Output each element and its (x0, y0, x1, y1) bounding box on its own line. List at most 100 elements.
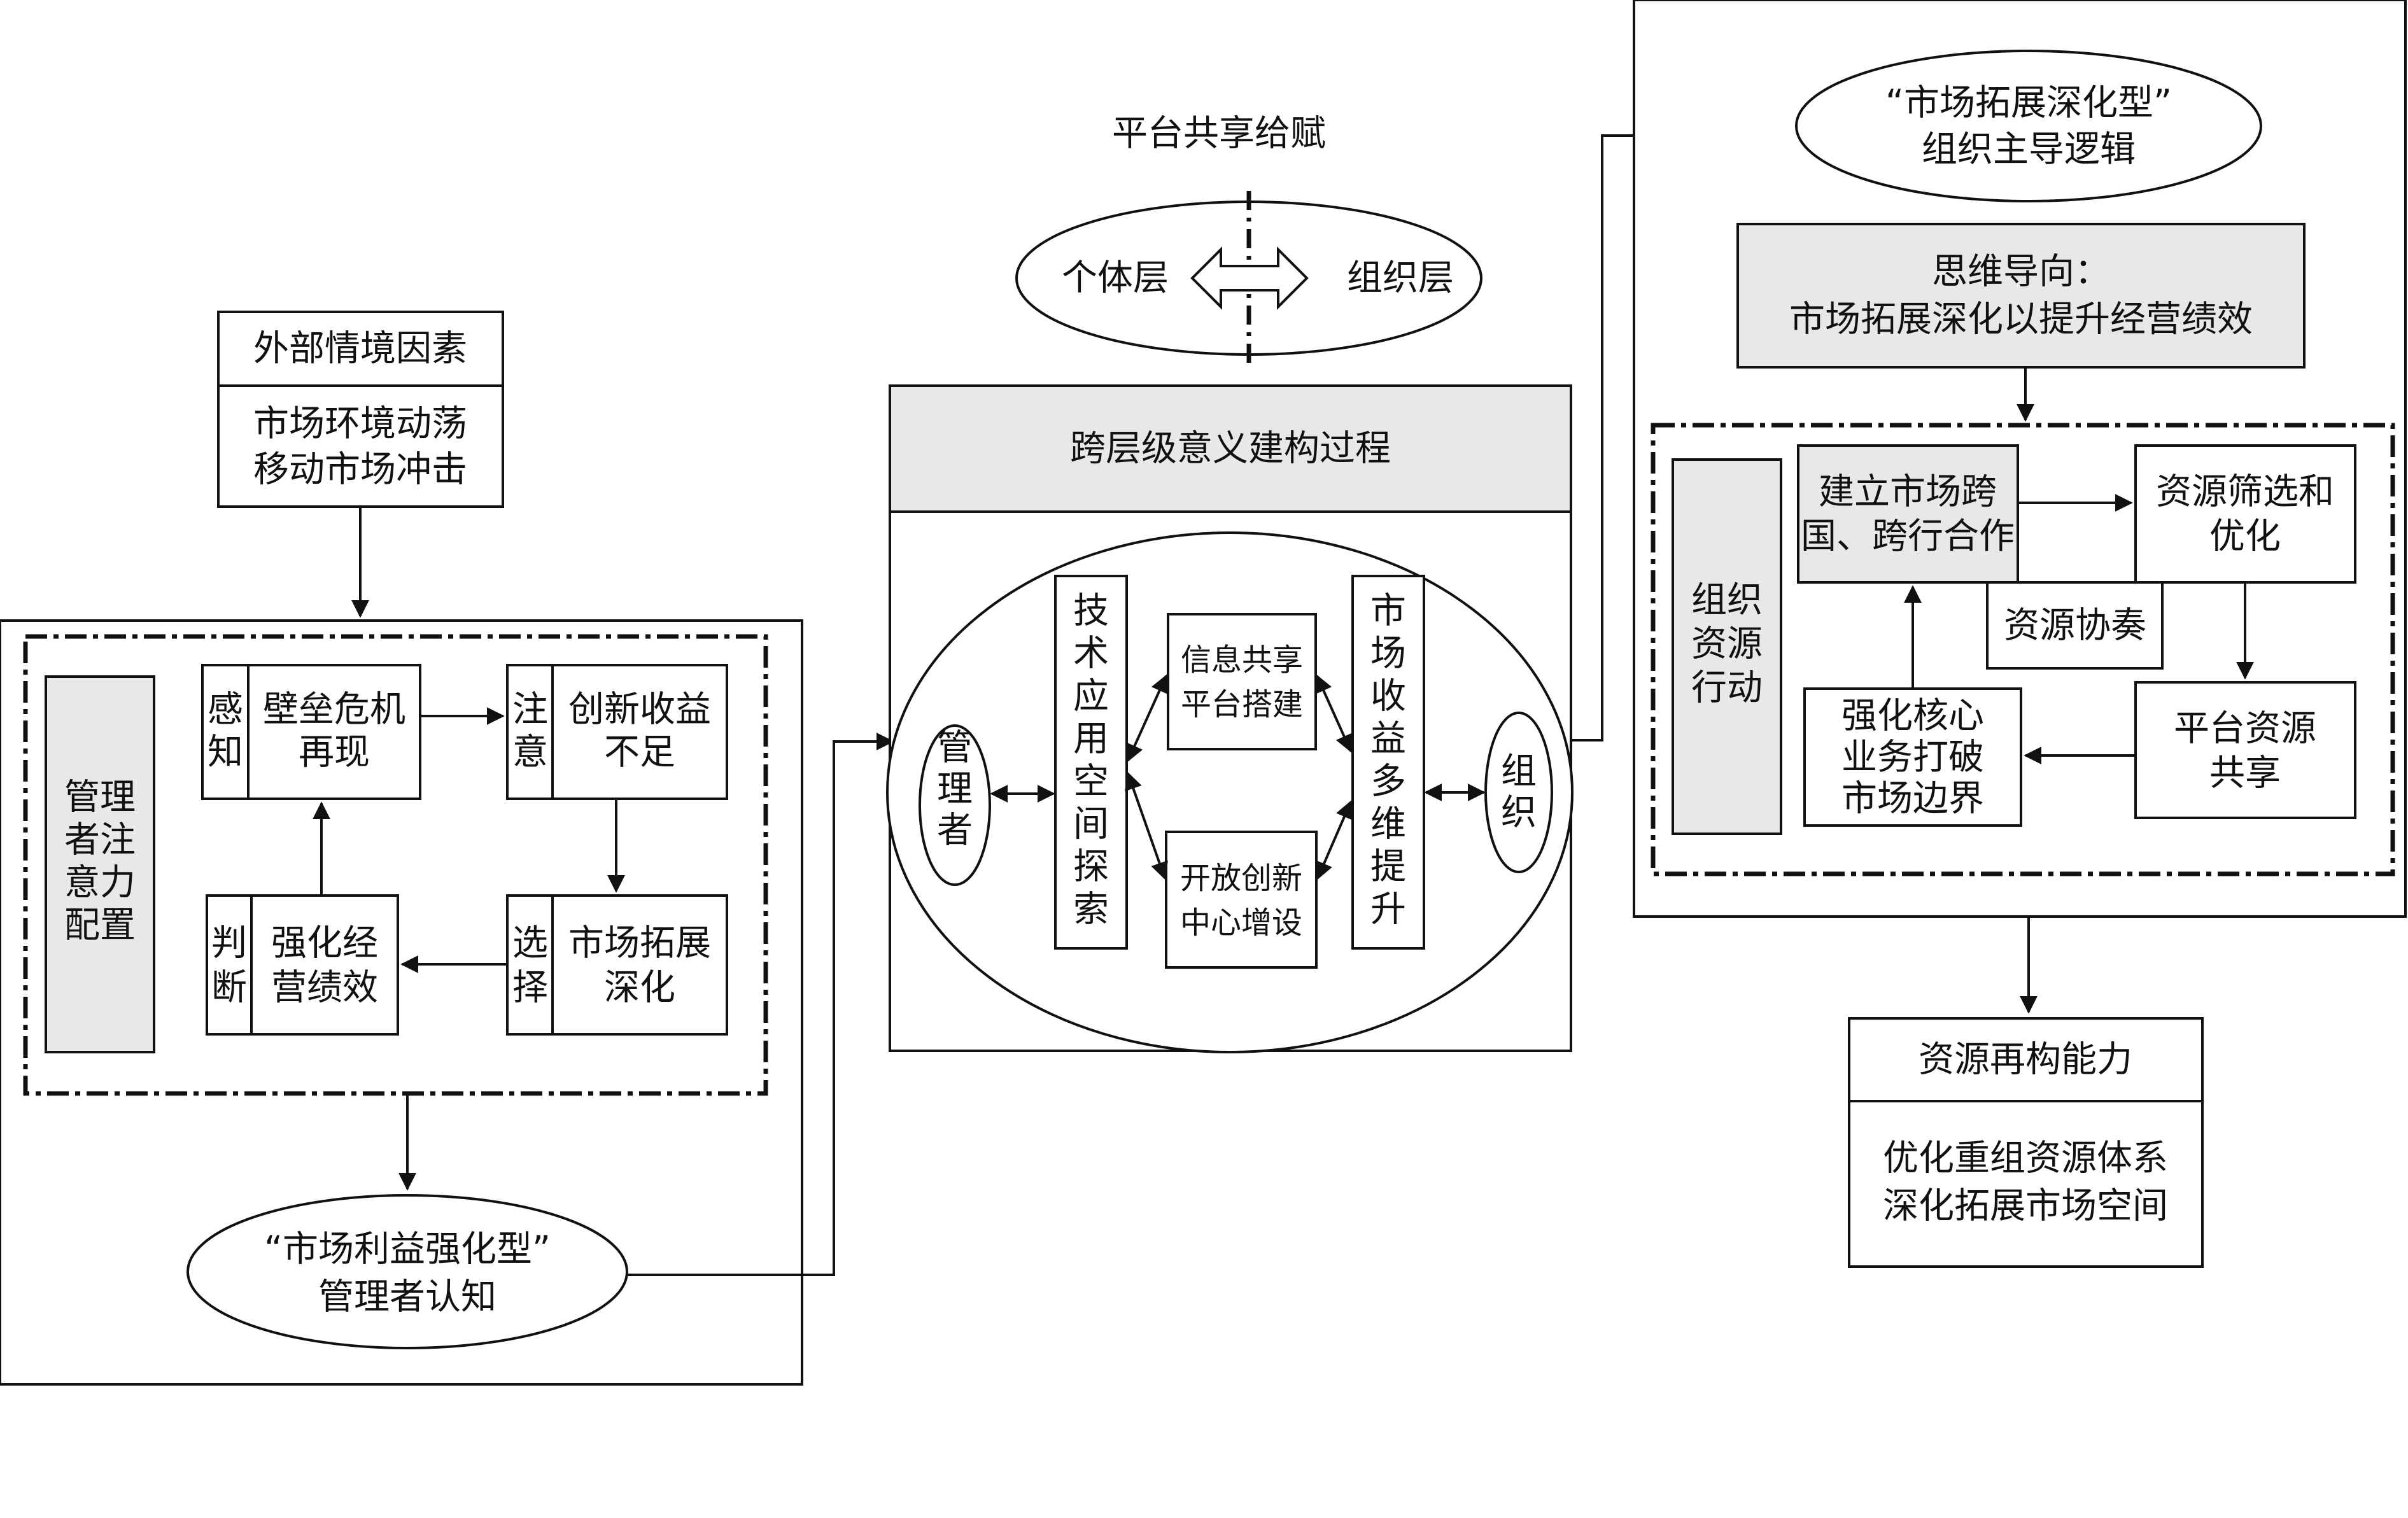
tech-char: 间 (1073, 804, 1109, 845)
core-business-line: 市场边界 (1841, 778, 1984, 820)
notice-tag: 注 (512, 689, 548, 731)
judge-text: 营绩效 (271, 967, 378, 1009)
manager-ellipse: 管 理 者 (919, 724, 991, 886)
screen-line: 资源筛选和 (2156, 472, 2334, 513)
screen-box: 资源筛选和 优化 (2134, 444, 2356, 584)
capability-line: 优化重组资源体系 (1883, 1138, 2168, 1179)
platform-left-label: 个体层 (1062, 258, 1169, 299)
tech-char: 应 (1073, 676, 1109, 717)
logic-ellipse: “市场拓展深化型” 组织主导逻辑 (1795, 50, 2262, 202)
market-char: 场 (1370, 633, 1406, 675)
platform-share-line: 共享 (2209, 753, 2281, 794)
tech-char: 用 (1073, 719, 1109, 760)
judge-text: 强化经 (271, 923, 378, 964)
choose-tag: 选 (512, 923, 548, 964)
resource-action-label-line: 资源 (1691, 624, 1763, 665)
info-platform-box: 信息共享 平台搭建 (1167, 613, 1317, 750)
external-factors-box: 外部情境因素 市场环境动荡 移动市场冲击 (217, 311, 504, 508)
sensemaking-title: 跨层级意义建构过程 (1070, 428, 1391, 470)
sense-text: 再现 (299, 732, 370, 773)
choose-tag: 择 (512, 967, 548, 1009)
resource-action-dashed-frame (1651, 423, 2395, 876)
capability-title: 资源再构能力 (1919, 1039, 2132, 1081)
choose-text: 市场拓展 (568, 923, 711, 964)
thinking-box: 思维导向： 市场拓展深化以提升经营绩效 (1736, 223, 2306, 369)
core-business-line: 业务打破 (1841, 737, 1984, 778)
judge-tag: 判 (211, 923, 247, 964)
cooperation-line: 建立市场跨 (1819, 472, 1997, 513)
capability-line: 深化拓展市场空间 (1883, 1186, 2168, 1227)
core-business-line: 强化核心 (1841, 696, 1984, 737)
tech-char: 技 (1073, 591, 1109, 632)
sense-tag: 感 (208, 689, 243, 731)
cognition-line: “市场利益强化型” (264, 1229, 551, 1270)
sense-tag: 知 (208, 732, 243, 773)
info-platform-line: 信息共享 (1181, 642, 1303, 678)
platform-right-label: 组织层 (1347, 258, 1454, 299)
notice-tag: 意 (512, 732, 548, 773)
manager-char: 管 (937, 727, 973, 769)
org-ellipse: 组 织 (1484, 712, 1553, 873)
arrow-info-market (1315, 674, 1353, 753)
arrow-open-market (1316, 800, 1353, 880)
sense-text: 壁垒危机 (263, 689, 405, 731)
market-char: 收 (1370, 676, 1406, 717)
notice-text: 不足 (604, 732, 675, 773)
logic-line: 组织主导逻辑 (1922, 129, 2136, 171)
org-char: 组 (1501, 751, 1537, 792)
platform-ellipse: 个体层 组织层 (1015, 191, 1482, 364)
attention-label-line: 者注 (64, 820, 136, 861)
tech-char: 索 (1073, 889, 1109, 931)
market-char: 提 (1370, 847, 1406, 888)
sense-box: 感 知 壁垒危机 再现 (201, 664, 421, 800)
cognition-ellipse: “市场利益强化型” 管理者认知 (187, 1194, 628, 1349)
choose-text: 深化 (604, 967, 675, 1009)
core-business-box: 强化核心 业务打破 市场边界 (1803, 687, 2022, 827)
market-char: 益 (1370, 719, 1406, 760)
manager-char: 理 (937, 769, 973, 810)
market-char: 市 (1370, 591, 1406, 632)
arrow-cognition-to-sensemaking (627, 733, 894, 1276)
thinking-line: 市场拓展深化以提升经营绩效 (1789, 299, 2253, 341)
judge-tag: 断 (211, 967, 247, 1009)
attention-label-line: 配置 (64, 905, 136, 946)
tech-char: 探 (1073, 847, 1109, 888)
attention-label-box: 管理 者注 意力 配置 (45, 675, 155, 1053)
resource-action-label-line: 行动 (1691, 668, 1763, 709)
resource-action-label-box: 组织 资源 行动 (1672, 458, 1782, 835)
info-platform-line: 平台搭建 (1181, 687, 1303, 722)
attention-label-line: 意力 (64, 862, 136, 904)
tech-box: 技 术 应 用 空 间 探 索 (1054, 575, 1128, 950)
market-char: 升 (1370, 889, 1406, 931)
screen-line: 优化 (2209, 516, 2281, 558)
open-innovation-line: 开放创新 (1180, 861, 1302, 896)
attention-label-line: 管理 (64, 777, 136, 819)
external-factors-line: 市场环境动荡 (253, 404, 467, 445)
notice-text: 创新收益 (568, 689, 711, 731)
arrow-tech-info (1126, 674, 1168, 763)
notice-box: 注 意 创新收益 不足 (506, 664, 728, 800)
market-char: 多 (1370, 761, 1406, 803)
tech-char: 空 (1073, 761, 1109, 803)
external-factors-line: 移动市场冲击 (253, 449, 467, 491)
market-char: 维 (1370, 804, 1406, 845)
double-arrow-icon (1190, 246, 1309, 310)
market-box: 市 场 收 益 多 维 提 升 (1351, 575, 1425, 950)
platform-share-line: 平台资源 (2174, 708, 2316, 750)
cognition-line: 管理者认知 (318, 1277, 496, 1318)
capability-box: 资源再构能力 优化重组资源体系 深化拓展市场空间 (1848, 1017, 2204, 1268)
orchestration-label: 资源协奏 (2004, 605, 2146, 647)
open-innovation-box: 开放创新 中心增设 (1165, 831, 1318, 969)
org-char: 织 (1501, 792, 1537, 834)
choose-box: 选 择 市场拓展 深化 (506, 894, 728, 1036)
logic-line: “市场拓展深化型” (1885, 83, 2172, 124)
cooperation-box: 建立市场跨 国、跨行合作 (1797, 444, 2019, 584)
cooperation-line: 国、跨行合作 (1801, 516, 2015, 558)
platform-title: 平台共享给赋 (1112, 113, 1326, 155)
thinking-line: 思维导向： (1932, 251, 2110, 293)
arrow-tech-open (1125, 771, 1168, 880)
resource-action-label-line: 组织 (1691, 580, 1763, 621)
platform-share-box: 平台资源 共享 (2134, 681, 2356, 819)
judge-box: 判 断 强化经 营绩效 (206, 894, 399, 1036)
